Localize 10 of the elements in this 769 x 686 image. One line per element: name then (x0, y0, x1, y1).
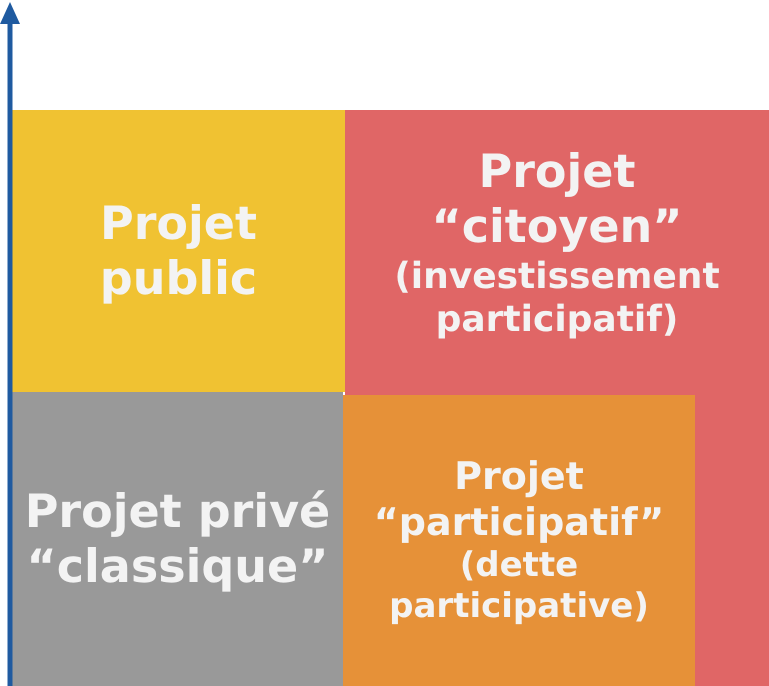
quadrant-panel (345, 110, 769, 686)
panel-heading: Projet public (98, 196, 258, 306)
quadrant-panel (343, 395, 695, 686)
quadrant-panel (12, 110, 345, 392)
panel-heading: Projet “citoyen” (430, 144, 684, 254)
panel-subtitle: (investissement participatif) (393, 254, 721, 341)
panel-heading: Projet privé “classique” (24, 484, 332, 594)
quadrant-panel (12, 392, 343, 686)
panel-subtitle: (dette participative) (388, 545, 650, 627)
panel-heading: Projet “participatif” (372, 454, 666, 546)
